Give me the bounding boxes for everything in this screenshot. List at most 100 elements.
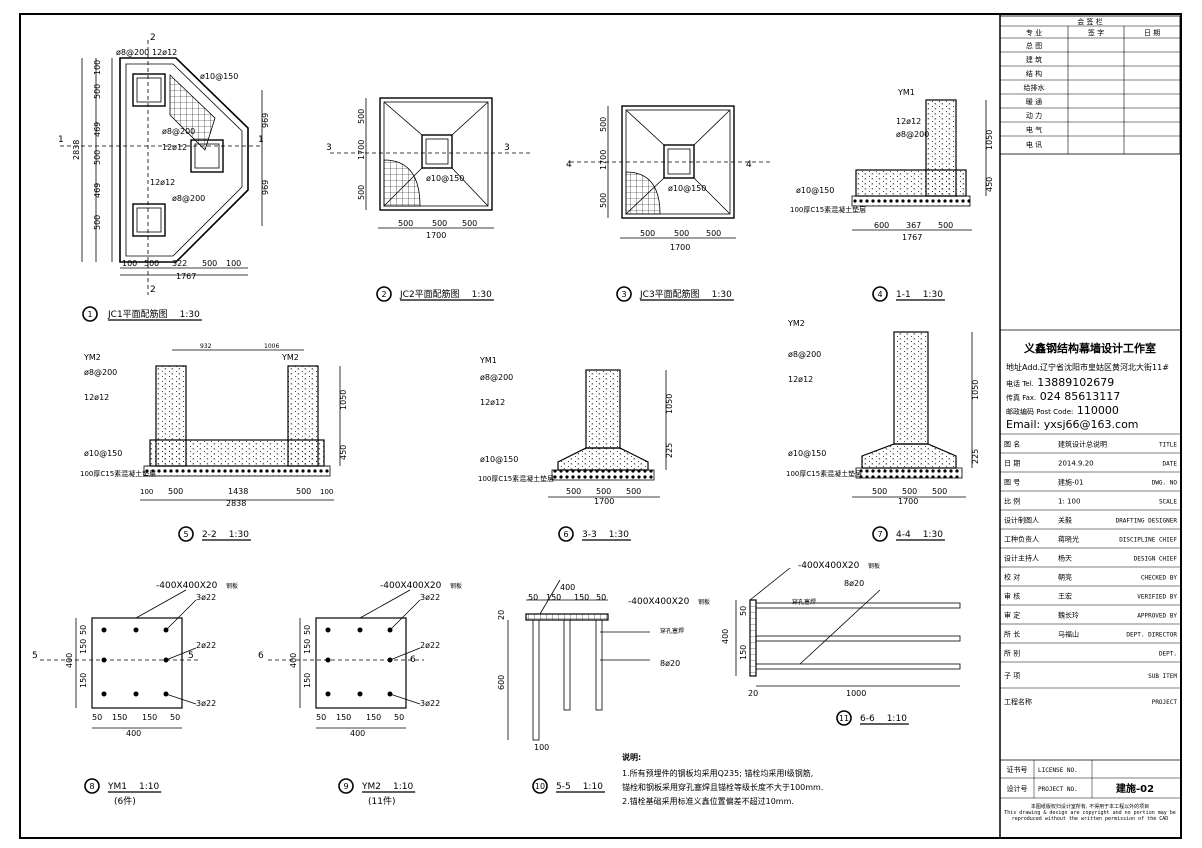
svg-text:钢板: 钢板 bbox=[698, 598, 710, 606]
svg-text:50: 50 bbox=[394, 713, 404, 722]
title-block-en: VERIFIED BY bbox=[1137, 594, 1177, 601]
svg-text:500: 500 bbox=[144, 259, 159, 268]
svg-text:YM1: YM1 bbox=[897, 88, 915, 97]
svg-text:-400X400X20: -400X400X20 bbox=[380, 581, 442, 591]
svg-text:150: 150 bbox=[336, 713, 351, 722]
svg-text:邮政编码 Post Code: 110000: 邮政编码 Post Code: 110000 bbox=[1006, 404, 1119, 417]
svg-text:969: 969 bbox=[261, 113, 270, 128]
svg-text:日 期: 日 期 bbox=[1144, 29, 1160, 37]
svg-text:设计号: 设计号 bbox=[1007, 784, 1028, 793]
view-number: 2 bbox=[381, 290, 386, 299]
view-section-4-4-labels: YM2 ø8@200 12ø12 ø10@150 100厚C15素混凝土垫层 5… bbox=[786, 319, 980, 506]
view-title-text: YM2 bbox=[361, 782, 381, 792]
svg-text:1: 1 bbox=[58, 135, 64, 145]
view-title-text: JC3平面配筋图 bbox=[639, 288, 700, 300]
svg-text:500: 500 bbox=[872, 487, 887, 496]
view-scale: 1:30 bbox=[609, 530, 629, 540]
svg-text:专 业: 专 业 bbox=[1026, 28, 1042, 37]
svg-text:500: 500 bbox=[462, 219, 477, 228]
svg-text:12ø12: 12ø12 bbox=[150, 178, 175, 187]
svg-text:2: 2 bbox=[150, 285, 156, 295]
title-block-label: 所 长 bbox=[1004, 630, 1020, 639]
svg-text:12ø12: 12ø12 bbox=[896, 117, 921, 126]
svg-text:12ø12: 12ø12 bbox=[788, 375, 813, 384]
title-block-value: 杨天 bbox=[1058, 554, 1072, 563]
title-block-value: 朝亮 bbox=[1058, 573, 1072, 582]
svg-text:500: 500 bbox=[296, 487, 311, 496]
svg-text:400: 400 bbox=[126, 729, 141, 738]
title-block-label: 工种负责人 bbox=[1004, 535, 1039, 544]
svg-text:500: 500 bbox=[938, 221, 953, 230]
svg-text:说明:: 说明: bbox=[622, 752, 641, 762]
title-block-en: DEPT. DIRECTOR bbox=[1126, 632, 1177, 639]
view-jc1-labels: 2 2 1 1 ø8@200 12ø12 ø10@150 ø8@200 12ø1… bbox=[58, 33, 270, 295]
svg-text:100: 100 bbox=[320, 488, 333, 496]
svg-text:本图纸版权归设计室所有, 不得用于本工程以外的项目: 本图纸版权归设计室所有, 不得用于本工程以外的项目 bbox=[1031, 803, 1149, 810]
view-title-text: 6-6 bbox=[860, 714, 875, 724]
svg-text:8ø20: 8ø20 bbox=[844, 579, 864, 588]
svg-text:YM1: YM1 bbox=[479, 356, 497, 365]
svg-text:-400X400X20: -400X400X20 bbox=[628, 597, 690, 607]
svg-text:450: 450 bbox=[985, 177, 994, 192]
svg-text:电话 Tel. 13889102679: 电话 Tel. 13889102679 bbox=[1006, 376, 1114, 389]
svg-text:150: 150 bbox=[303, 673, 312, 688]
view-title-text: JC1平面配筋图 bbox=[107, 308, 168, 320]
view-subtitle: (6件) bbox=[114, 795, 136, 807]
svg-text:2ø22: 2ø22 bbox=[420, 641, 440, 650]
svg-text:暖 通: 暖 通 bbox=[1026, 97, 1042, 106]
view-ym2-labels: -400X400X20 钢板 3ø22 2ø22 3ø22 6 6 50 150… bbox=[258, 581, 462, 738]
svg-text:1700: 1700 bbox=[898, 497, 918, 506]
svg-text:500: 500 bbox=[674, 229, 689, 238]
view-ym2 bbox=[268, 589, 424, 729]
svg-text:3ø22: 3ø22 bbox=[420, 593, 440, 602]
svg-text:150: 150 bbox=[79, 673, 88, 688]
view-section-5-5 bbox=[507, 579, 650, 741]
title-block-value: 关毅 bbox=[1058, 516, 1072, 525]
view-subtitle: (11件) bbox=[368, 795, 395, 807]
svg-text:500: 500 bbox=[640, 229, 655, 238]
view-number-circle bbox=[872, 286, 888, 302]
title-block-en: DESIGN CHIEF bbox=[1134, 556, 1178, 563]
svg-text:6: 6 bbox=[258, 651, 264, 661]
sign-table-title: 会 签 栏 bbox=[1077, 17, 1102, 26]
title-block-en: DISCIPLINE CHIEF bbox=[1119, 537, 1177, 544]
view-ym1 bbox=[40, 589, 200, 729]
svg-text:1700: 1700 bbox=[357, 140, 366, 160]
view-section-1-1-labels: YM1 12ø12 ø8@200 ø10@150 100厚C15素混凝土垫层 6… bbox=[790, 88, 994, 242]
title-block-label: 所 别 bbox=[1004, 649, 1020, 658]
view-section-4-4 bbox=[852, 331, 973, 498]
view-number-circle bbox=[82, 306, 98, 322]
svg-text:322: 322 bbox=[172, 259, 187, 268]
svg-text:500: 500 bbox=[202, 259, 217, 268]
title-block-value: 1: 100 bbox=[1058, 498, 1080, 506]
svg-text:ø8@200: ø8@200 bbox=[116, 48, 149, 57]
svg-text:1700: 1700 bbox=[594, 497, 614, 506]
svg-text:400: 400 bbox=[350, 729, 365, 738]
svg-text:3ø22: 3ø22 bbox=[420, 699, 440, 708]
view-number: 1 bbox=[87, 310, 92, 319]
svg-text:400: 400 bbox=[721, 629, 730, 644]
svg-text:6: 6 bbox=[410, 655, 416, 665]
svg-text:500: 500 bbox=[596, 487, 611, 496]
view-scale: 1:10 bbox=[393, 782, 413, 792]
title-block-label: 日 期 bbox=[1004, 460, 1020, 468]
view-section-2-2 bbox=[140, 349, 341, 501]
view-number-circle bbox=[178, 526, 194, 542]
svg-text:100: 100 bbox=[534, 743, 549, 752]
svg-text:穿孔塞焊: 穿孔塞焊 bbox=[792, 598, 816, 606]
view-number: 4 bbox=[877, 290, 882, 299]
title-block-label: 审 定 bbox=[1004, 611, 1020, 620]
svg-text:-400X400X20: -400X400X20 bbox=[798, 561, 860, 571]
svg-text:12ø12: 12ø12 bbox=[84, 393, 109, 402]
svg-text:469: 469 bbox=[93, 122, 102, 137]
svg-text:动 力: 动 力 bbox=[1026, 111, 1042, 120]
svg-text:5: 5 bbox=[188, 651, 194, 661]
svg-text:钢板: 钢板 bbox=[450, 582, 462, 590]
title-block-value: 王宏 bbox=[1058, 592, 1072, 601]
view-jc3-plan bbox=[570, 105, 770, 239]
svg-text:500: 500 bbox=[357, 109, 366, 124]
